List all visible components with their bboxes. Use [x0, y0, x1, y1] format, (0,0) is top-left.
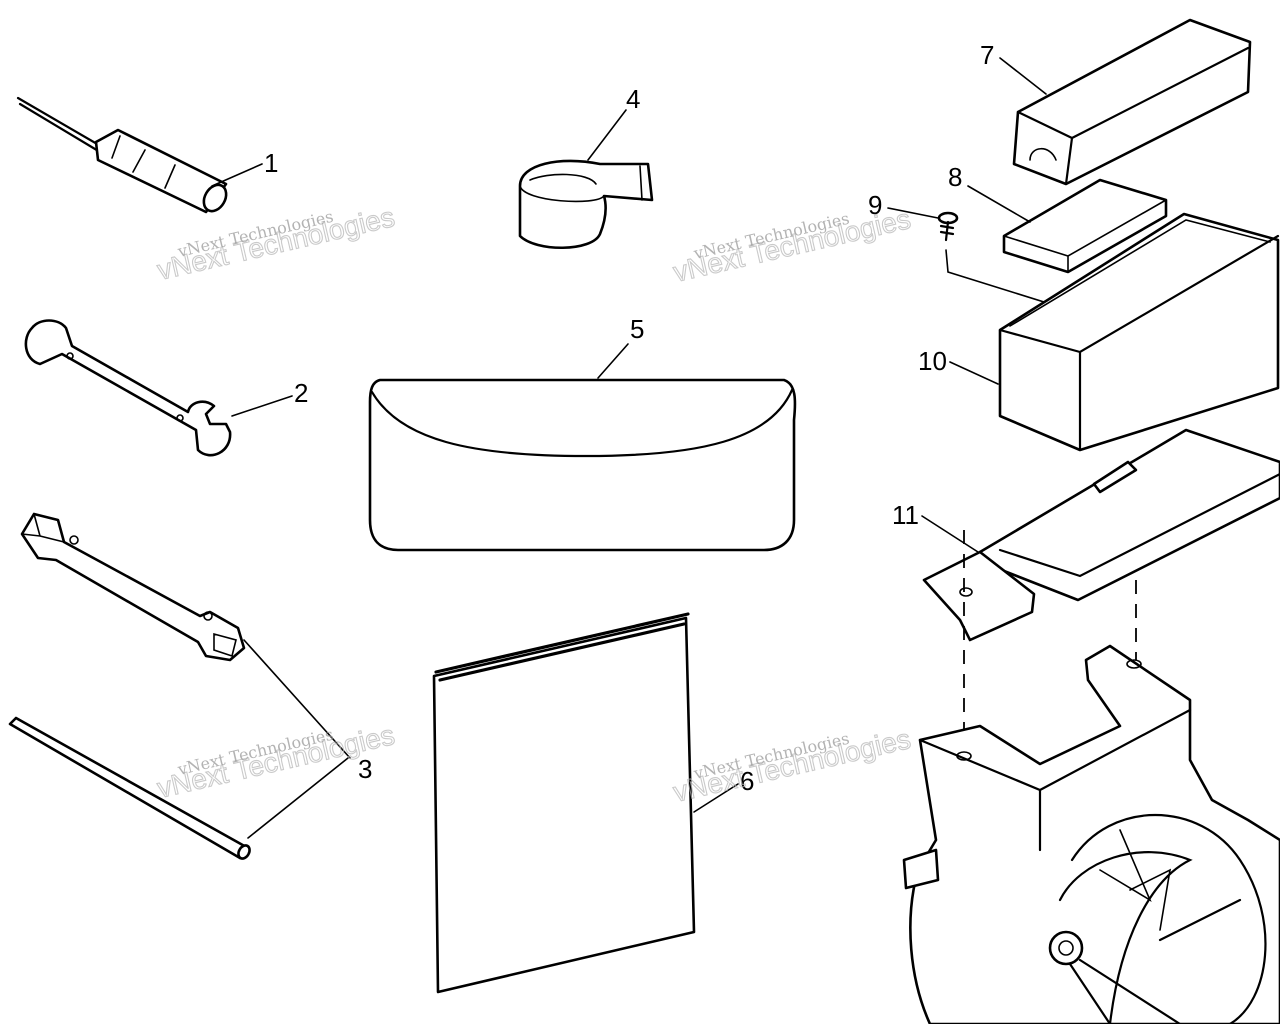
callout-leader-2 — [231, 395, 293, 417]
screw-part — [937, 211, 959, 242]
callout-leader-9 — [887, 207, 939, 219]
callout-leader-5 — [597, 343, 629, 379]
callout-7: 7 — [980, 40, 994, 70]
manual-part — [432, 612, 696, 994]
watermark-2: vNext Technologies vNext Technologies — [670, 203, 914, 289]
callout-5: 5 — [630, 314, 644, 344]
callout-1: 1 — [264, 148, 278, 178]
engine-housing-part — [902, 644, 1280, 1024]
pad-part — [1002, 178, 1168, 274]
callout-leader-10 — [949, 361, 999, 385]
callout-8: 8 — [948, 162, 962, 192]
tool-pouch-part — [368, 378, 797, 552]
mounting-bracket-part — [922, 428, 1280, 642]
callout-3: 3 — [358, 754, 372, 784]
callout-4: 4 — [626, 84, 640, 114]
tommy-bar-part — [8, 716, 251, 860]
callout-leader-11 — [921, 515, 979, 553]
callout-6: 6 — [740, 766, 754, 796]
watermark-4: vNext Technologies vNext Technologies — [670, 723, 914, 809]
storage-box-part — [998, 212, 1280, 452]
screw-fit-line — [945, 249, 1077, 313]
watermark-1: vNext Technologies vNext Technologies — [154, 201, 398, 287]
screwdriver-part — [16, 96, 228, 214]
callout-10: 10 — [918, 346, 947, 376]
callout-leader-3 — [243, 639, 351, 839]
callout-leader-6 — [693, 783, 739, 813]
callout-2: 2 — [294, 378, 308, 408]
watermark-3: vNext Technologies vNext Technologies — [154, 719, 398, 805]
callout-9: 9 — [868, 190, 882, 220]
bracket-fit-lines — [963, 530, 1137, 750]
box-lid-part — [1012, 18, 1252, 186]
callout-leader-7 — [999, 57, 1047, 95]
tape-roll-part — [518, 159, 654, 250]
wrench-part — [24, 319, 232, 457]
callout-leader-4 — [587, 109, 627, 161]
callout-leader-8 — [967, 185, 1031, 223]
box-spanner-part — [20, 512, 246, 662]
callout-11: 11 — [892, 500, 919, 530]
callout-leader-1 — [211, 163, 263, 187]
